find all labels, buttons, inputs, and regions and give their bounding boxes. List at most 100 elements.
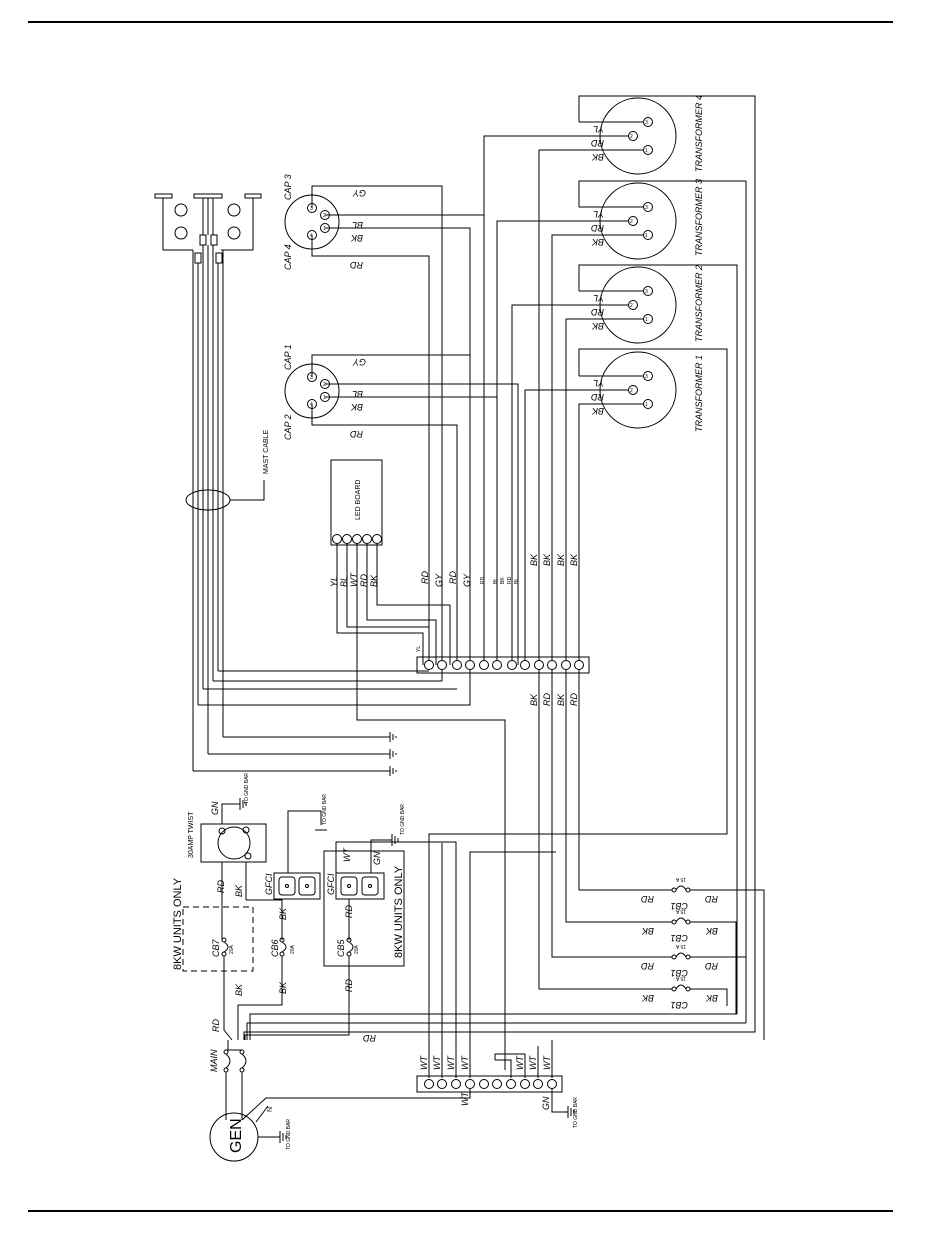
svg-text:2: 2 <box>630 134 633 140</box>
svg-text:BK: BK <box>542 553 552 566</box>
svg-text:CB1: CB1 <box>670 933 688 943</box>
cap-4-label: CAP 4 <box>283 244 293 270</box>
svg-text:BK: BK <box>529 553 539 566</box>
svg-text:MAIN: MAIN <box>209 1049 219 1072</box>
svg-text:15 A: 15 A <box>675 876 686 882</box>
svg-text:CB7: CB7 <box>211 938 221 957</box>
svg-text:CB1: CB1 <box>670 1000 688 1010</box>
upper-terminal-strip: YL RD GY RD GY RD BL BK RD BL BK BK BK B… <box>416 553 590 706</box>
transformer-1: 3 2 1 TRANSFORMER 1 YL RD BK <box>591 351 704 432</box>
transformer-4-wire-rd: RD <box>591 138 604 148</box>
svg-text:BL: BL <box>352 220 363 230</box>
svg-text:GEN: GEN <box>228 1118 245 1153</box>
svg-text:3: 3 <box>310 375 313 381</box>
svg-text:RD: RD <box>216 880 226 893</box>
mast-connector <box>154 193 262 264</box>
svg-text:BK: BK <box>350 402 363 412</box>
svg-text:15 A: 15 A <box>675 943 686 949</box>
svg-text:GN: GN <box>372 851 382 865</box>
transformer-2-wire-bk: BK <box>591 321 604 331</box>
cb5-breaker: CB5 20A <box>336 937 360 957</box>
svg-text:RD: RD <box>705 894 718 904</box>
svg-text:RD: RD <box>507 576 513 584</box>
transformer-1-wire-yl: YL <box>593 378 604 388</box>
svg-text:BL: BL <box>352 389 363 399</box>
svg-text:3: 3 <box>645 289 648 295</box>
svg-text:BK: BK <box>556 693 566 706</box>
svg-text:RD: RD <box>641 961 654 971</box>
transformer-1-wire-bk: BK <box>591 406 604 416</box>
svg-text:WT: WT <box>542 1055 552 1070</box>
svg-text:WT: WT <box>528 1055 538 1070</box>
cb6-breaker: CB6 20A <box>270 937 296 957</box>
transformer-1-label: TRANSFORMER 1 <box>694 355 704 432</box>
svg-text:BK: BK <box>500 577 506 584</box>
svg-text:RD: RD <box>448 571 458 584</box>
svg-text:WT: WT <box>342 847 352 862</box>
svg-text:RD: RD <box>350 429 363 439</box>
svg-text:1: 1 <box>323 226 326 232</box>
svg-text:BK: BK <box>529 693 539 706</box>
transformer-3-wire-yl: YL <box>593 209 604 219</box>
svg-text:GFCI: GFCI <box>326 873 336 895</box>
svg-text:WT: WT <box>349 572 359 587</box>
led-board-label: LED BOARD <box>355 480 362 520</box>
svg-text:2: 2 <box>323 213 326 219</box>
svg-text:BK: BK <box>641 926 654 936</box>
transformer-4-label: TRANSFORMER 4 <box>694 95 704 172</box>
mast-cable-label: MAST CABLE <box>263 429 270 474</box>
svg-text:CB1: CB1 <box>670 901 688 911</box>
terminal-to-cb1 <box>538 670 672 990</box>
twist-lock-receptacle: 30AMP TWIST GN TO GND BAR <box>188 773 267 863</box>
svg-text:CB1: CB1 <box>670 968 688 978</box>
svg-text:WT: WT <box>419 1055 429 1070</box>
svg-text:GFCI: GFCI <box>264 873 274 895</box>
cb7-breaker: CB7 20A <box>211 937 235 957</box>
main-breaker: MAIN <box>209 1049 247 1120</box>
led-board: LED BOARD YL BL WT RD BK <box>329 459 383 587</box>
svg-text:N: N <box>267 1107 274 1112</box>
svg-text:20A: 20A <box>229 944 235 954</box>
svg-text:CB5: CB5 <box>336 938 346 957</box>
transformer-1-wire-rd: RD <box>591 392 604 402</box>
svg-text:GY: GY <box>462 573 472 587</box>
svg-text:TO GND BAR: TO GND BAR <box>286 1119 292 1150</box>
svg-text:RD: RD <box>211 1019 221 1032</box>
svg-text:RD: RD <box>480 576 486 584</box>
transformer-2-label: TRANSFORMER 2 <box>694 265 704 342</box>
cap-1-label: CAP 1 <box>283 344 293 370</box>
transformer-2-wire-rd: RD <box>591 307 604 317</box>
svg-text:BK: BK <box>278 981 288 994</box>
svg-text:RD: RD <box>420 571 430 584</box>
svg-text:15 A: 15 A <box>675 908 686 914</box>
svg-text:WT: WT <box>460 1055 470 1070</box>
transformer-3: 3 2 1 TRANSFORMER 3 YL RD BK <box>591 179 704 260</box>
svg-text:BL: BL <box>514 578 520 584</box>
svg-text:1: 1 <box>645 317 648 323</box>
svg-text:CB6: CB6 <box>270 939 280 957</box>
eight-kw-dashed-box: 8KW UNITS ONLY <box>172 877 254 972</box>
transformer-3-label: TRANSFORMER 3 <box>694 179 704 256</box>
svg-text:BK: BK <box>705 926 718 936</box>
svg-text:RD: RD <box>344 905 354 918</box>
svg-text:TO GND BAR: TO GND BAR <box>400 804 406 835</box>
svg-text:2: 2 <box>630 219 633 225</box>
svg-text:1: 1 <box>645 402 648 408</box>
lower-terminal-strip: WT WT WT WT WT WT WT WT GN TO GND BAR <box>416 1055 579 1128</box>
svg-text:BK: BK <box>369 574 379 587</box>
svg-text:20A: 20A <box>290 944 296 954</box>
svg-text:YL: YL <box>416 646 422 652</box>
svg-text:BK: BK <box>641 993 654 1003</box>
svg-text:BK: BK <box>350 233 363 243</box>
svg-text:3: 3 <box>645 205 648 211</box>
svg-text:RD: RD <box>359 574 369 587</box>
svg-text:GN: GN <box>210 801 220 815</box>
svg-text:1: 1 <box>645 148 648 154</box>
mast-cable-bundle <box>185 245 265 771</box>
svg-text:RD: RD <box>542 693 552 706</box>
svg-text:BK: BK <box>705 993 718 1003</box>
svg-text:BL: BL <box>493 578 499 584</box>
svg-text:BK: BK <box>234 884 244 897</box>
svg-text:1: 1 <box>323 395 326 401</box>
